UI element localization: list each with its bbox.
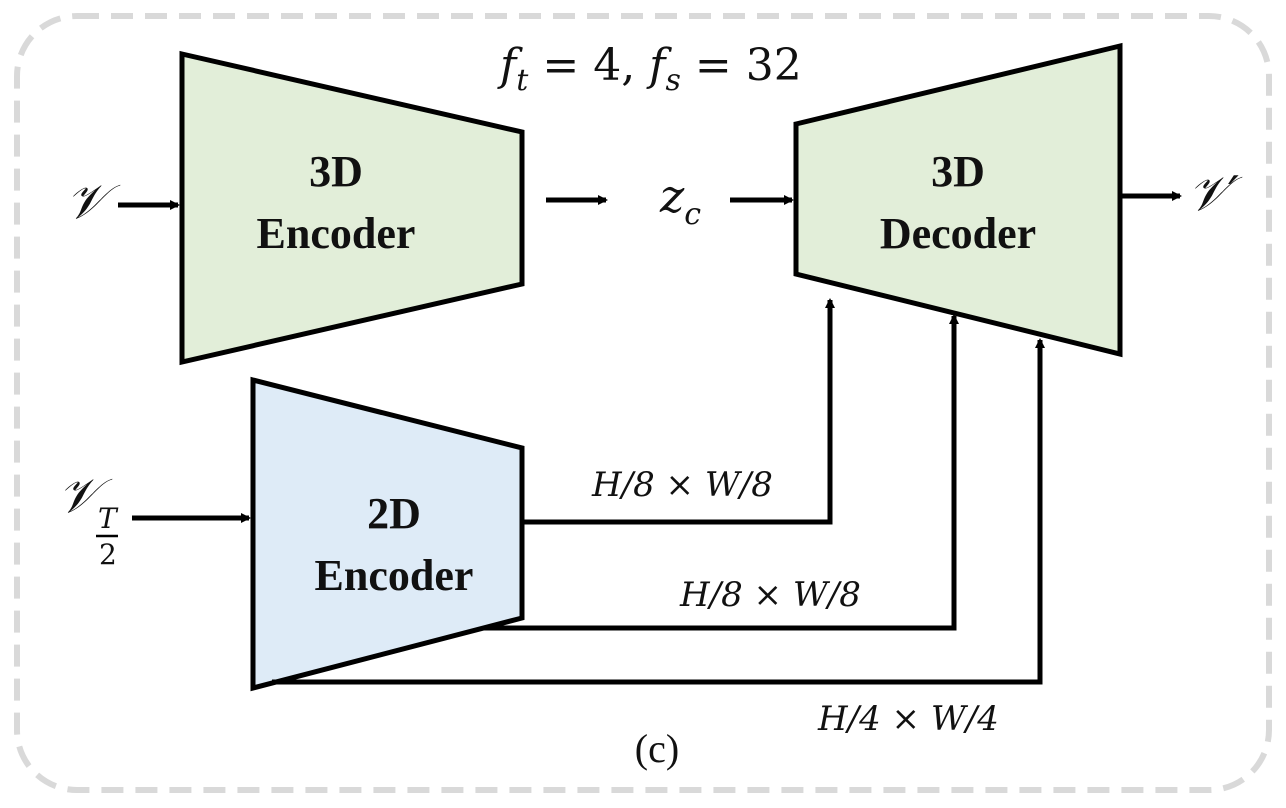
header-formula: ft = 4, fs = 32 — [497, 40, 802, 98]
skip-label-1: H/8 × W/8 — [591, 465, 773, 505]
skip-connection-2 — [484, 314, 959, 631]
svg-text:2: 2 — [99, 538, 117, 571]
encoder-3d-label-line1: 3D — [309, 147, 363, 196]
encoder-3d-label-line2: Encoder — [257, 209, 416, 258]
decoder-3d-block: 3D Decoder — [793, 42, 1123, 358]
encoder-2d-label-line1: 2D — [367, 489, 421, 538]
skip-connection-1 — [524, 298, 835, 525]
svg-text:T: T — [98, 502, 119, 535]
decoder-3d-label-line2: Decoder — [880, 209, 1036, 258]
skip-connection-3 — [272, 338, 1045, 685]
middle-frame-symbol: 𝒱 T 2 — [58, 468, 119, 571]
input-video-symbol: 𝒱 — [66, 174, 121, 230]
output-video-symbol: 𝒱′ — [1188, 166, 1243, 222]
figure-caption: (c) — [635, 726, 679, 771]
skip-label-3: H/4 × W/4 — [817, 699, 999, 739]
encoder-2d-label-line2: Encoder — [315, 551, 474, 600]
latent-symbol: zc — [659, 169, 701, 232]
skip-label-2: H/8 × W/8 — [679, 575, 861, 615]
decoder-3d-label-line1: 3D — [931, 147, 985, 196]
dashed-border — [14, 13, 1272, 793]
encoder-3d-block: 3D Encoder — [179, 50, 525, 366]
encoder-2d-block: 2D Encoder — [250, 376, 525, 692]
